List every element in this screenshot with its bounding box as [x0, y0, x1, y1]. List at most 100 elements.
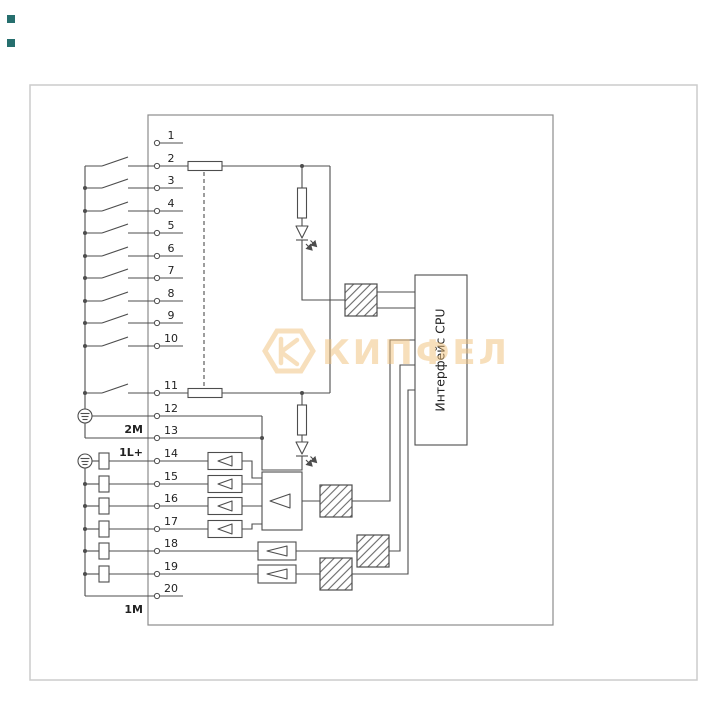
switch-blade-icon — [101, 336, 129, 347]
terminal-number-3: 3 — [168, 174, 175, 187]
junction-dot — [83, 299, 87, 303]
junction-dot — [83, 527, 87, 531]
input-channel-circuit — [187, 160, 345, 393]
supply-source-2-icon — [77, 408, 93, 424]
label-1l-plus: 1L+ — [119, 446, 143, 459]
optocoupler-outputs-2-icon — [356, 534, 390, 568]
terminal-19 — [153, 570, 161, 578]
terminal-number-8: 8 — [168, 287, 175, 300]
label-1m: 1M — [124, 603, 143, 616]
switch-blade-icon — [101, 268, 129, 279]
terminal-11 — [153, 389, 161, 397]
terminal-number-16: 16 — [164, 492, 178, 505]
terminal-14 — [153, 457, 161, 465]
terminal-number-9: 9 — [168, 309, 175, 322]
output-loads — [83, 415, 155, 597]
terminal-16 — [153, 502, 161, 510]
terminal-number-11: 11 — [164, 379, 178, 392]
switch-blade-icon — [101, 178, 129, 189]
terminal-15 — [153, 480, 161, 488]
terminal-6 — [153, 252, 161, 260]
input-group2-circuit — [187, 387, 330, 471]
label-2m: 2M — [124, 423, 143, 436]
input-isolation-stage — [344, 283, 415, 317]
driver-triangle-icon — [266, 545, 288, 557]
terminal-number-1: 1 — [168, 129, 175, 142]
load-icon — [98, 452, 110, 470]
terminal-number-17: 17 — [164, 515, 178, 528]
terminal-number-18: 18 — [164, 537, 178, 550]
watermark-text: КИПФЕЛ — [322, 333, 510, 373]
junction-dot — [83, 276, 87, 280]
driver-triangle-icon — [269, 493, 291, 509]
terminal-3 — [153, 184, 161, 192]
terminal-4 — [153, 207, 161, 215]
terminal-8 — [153, 297, 161, 305]
supply-source-1-icon — [77, 453, 93, 469]
module-outline — [147, 114, 554, 626]
amplifier-triangle-icon — [217, 500, 233, 512]
junction-dot — [83, 572, 87, 576]
junction-dot — [83, 231, 87, 235]
terminal-10 — [153, 342, 161, 350]
junction-dot — [83, 321, 87, 325]
divider-resistor-2 — [296, 404, 308, 436]
watermark-logo-k-icon — [278, 336, 300, 367]
terminal-18 — [153, 547, 161, 555]
output-driver-stage — [242, 339, 415, 591]
terminal-number-20: 20 — [164, 582, 178, 595]
switch-blade-icon — [101, 291, 129, 302]
amplifier-triangle-icon — [217, 455, 233, 467]
load-icon — [98, 520, 110, 538]
watermark-logo-icon — [262, 328, 316, 374]
driver-triangle-icon — [266, 568, 288, 580]
terminal-number-10: 10 — [164, 332, 178, 345]
load-icon — [98, 542, 110, 560]
switch-blade-icon — [101, 383, 129, 394]
terminal-12 — [153, 412, 161, 420]
terminal-number-2: 2 — [168, 152, 175, 165]
list-bullet-icon — [7, 39, 15, 47]
cpu-interface-label: Интерфейс CPU — [433, 308, 448, 411]
terminal-7 — [153, 274, 161, 282]
terminal-number-12: 12 — [164, 402, 178, 415]
switch-blade-icon — [101, 223, 129, 234]
terminal-13 — [153, 434, 161, 442]
status-led-icon — [295, 441, 309, 455]
terminal-5 — [153, 229, 161, 237]
terminal-2 — [153, 162, 161, 170]
output-amplifiers — [207, 451, 243, 539]
switch-blade-icon — [101, 156, 129, 167]
amplifier-triangle-icon — [217, 523, 233, 535]
terminal-number-14: 14 — [164, 447, 178, 460]
junction-dot — [260, 436, 264, 440]
junction-dot — [83, 482, 87, 486]
optocoupler-outputs-3-icon — [319, 557, 353, 591]
terminal-number-4: 4 — [168, 197, 175, 210]
terminal-number-6: 6 — [168, 242, 175, 255]
terminal-17 — [153, 525, 161, 533]
watermark: КИПФЕЛ — [262, 328, 510, 374]
terminal-number-7: 7 — [168, 264, 175, 277]
switch-blade-icon — [101, 201, 129, 212]
switch-blade-icon — [101, 313, 129, 324]
load-icon — [98, 565, 110, 583]
terminal-20 — [153, 592, 161, 600]
terminal-number-19: 19 — [164, 560, 178, 573]
status-led-icon — [295, 225, 309, 239]
terminal-1 — [153, 139, 161, 147]
junction-dot — [83, 504, 87, 508]
terminal-9 — [153, 319, 161, 327]
junction-dot — [83, 254, 87, 258]
input-resistor — [187, 160, 223, 172]
junction-dot — [83, 549, 87, 553]
divider-resistor — [296, 187, 308, 219]
page-border — [29, 84, 698, 681]
switch-blade-icon — [101, 246, 129, 257]
amplifier-triangle-icon — [217, 478, 233, 490]
junction-dot — [83, 391, 87, 395]
junction-dot — [83, 186, 87, 190]
